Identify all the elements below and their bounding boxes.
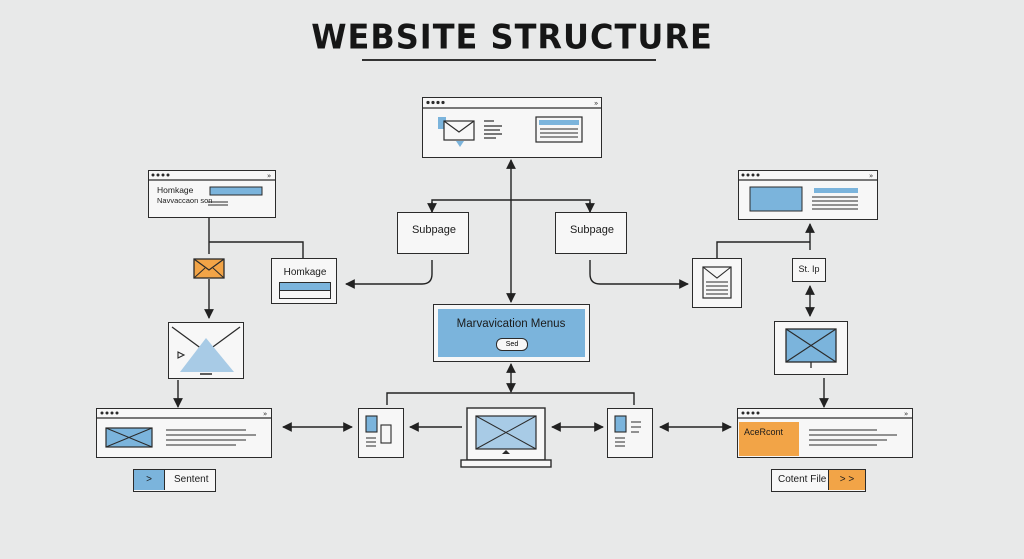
sentent-arrow-icon: > — [134, 470, 165, 490]
homepage-card-subtitle: Navvaccaon son — [157, 196, 213, 205]
tablet-left-icon — [364, 414, 392, 446]
bottom-right-page-card[interactable]: » AceRcont — [736, 408, 913, 458]
bottom-left-page-card[interactable]: » — [95, 408, 272, 458]
subpage-left-label: Subpage — [411, 224, 457, 236]
envelope-icon[interactable] — [193, 258, 225, 279]
tablet-right[interactable] — [607, 408, 653, 458]
connector-subpage-homepage — [345, 260, 433, 289]
content-file-button[interactable]: Cotent File > > — [771, 469, 866, 492]
connector-doc-branch — [716, 241, 810, 258]
image-icon — [171, 325, 240, 375]
bottom-right-page-content: » — [736, 410, 913, 456]
content-file-label: Cotent File — [778, 474, 827, 485]
diagram-title: WEBSITE STRUCTURE — [311, 17, 713, 57]
title-underline — [362, 59, 656, 61]
bottom-left-page-content: » — [95, 410, 272, 448]
navigation-menu[interactable]: Marvavication Menus Sed — [433, 304, 590, 362]
homepage-card-chrome: » — [147, 172, 276, 205]
top-page-card[interactable]: » — [421, 97, 602, 158]
homepage-box-bar-2 — [279, 290, 331, 299]
document-box[interactable] — [692, 258, 742, 308]
step-box[interactable]: St. Ip — [792, 258, 826, 282]
image-placeholder-left[interactable] — [168, 322, 244, 379]
tablet-left[interactable] — [358, 408, 404, 458]
svg-text:»: » — [267, 172, 271, 180]
svg-text:»: » — [904, 410, 908, 418]
connector-subpage-document — [589, 260, 689, 289]
subpage-right-label: Subpage — [569, 224, 615, 236]
laptop-icon[interactable] — [460, 406, 552, 470]
homepage-box[interactable]: Homkage — [271, 258, 337, 304]
navigation-menu-label: Marvavication Menus — [456, 318, 566, 330]
document-icon — [701, 265, 732, 299]
svg-text:»: » — [263, 410, 267, 418]
homepage-card-title: Homkage — [157, 185, 194, 195]
right-top-page-card[interactable]: » — [737, 170, 878, 220]
right-top-page-content: » — [737, 172, 878, 211]
subpage-left-box[interactable]: Subpage — [397, 212, 469, 254]
monitor-box[interactable] — [774, 321, 848, 375]
content-file-arrows-icon: > > — [828, 470, 865, 490]
monitor-icon — [784, 327, 837, 368]
homepage-box-label: Homkage — [283, 267, 327, 278]
subpage-right-box[interactable]: Subpage — [555, 212, 627, 254]
sentent-label: Sentent — [174, 474, 209, 485]
connector-bottom-branch — [386, 392, 635, 405]
sentent-button[interactable]: > Sentent — [133, 469, 216, 492]
navigation-menu-button[interactable]: Sed — [496, 338, 528, 351]
homepage-card[interactable]: » Homkage Navvaccaon son — [147, 170, 276, 218]
accent-card-label: AceRcont — [744, 427, 784, 437]
svg-text:»: » — [594, 99, 598, 107]
top-page-content: » — [421, 99, 602, 147]
svg-text:»: » — [869, 172, 873, 180]
tablet-right-icon — [613, 414, 641, 446]
step-box-label: St. Ip — [798, 264, 820, 274]
connector-card-homepage — [209, 241, 304, 258]
